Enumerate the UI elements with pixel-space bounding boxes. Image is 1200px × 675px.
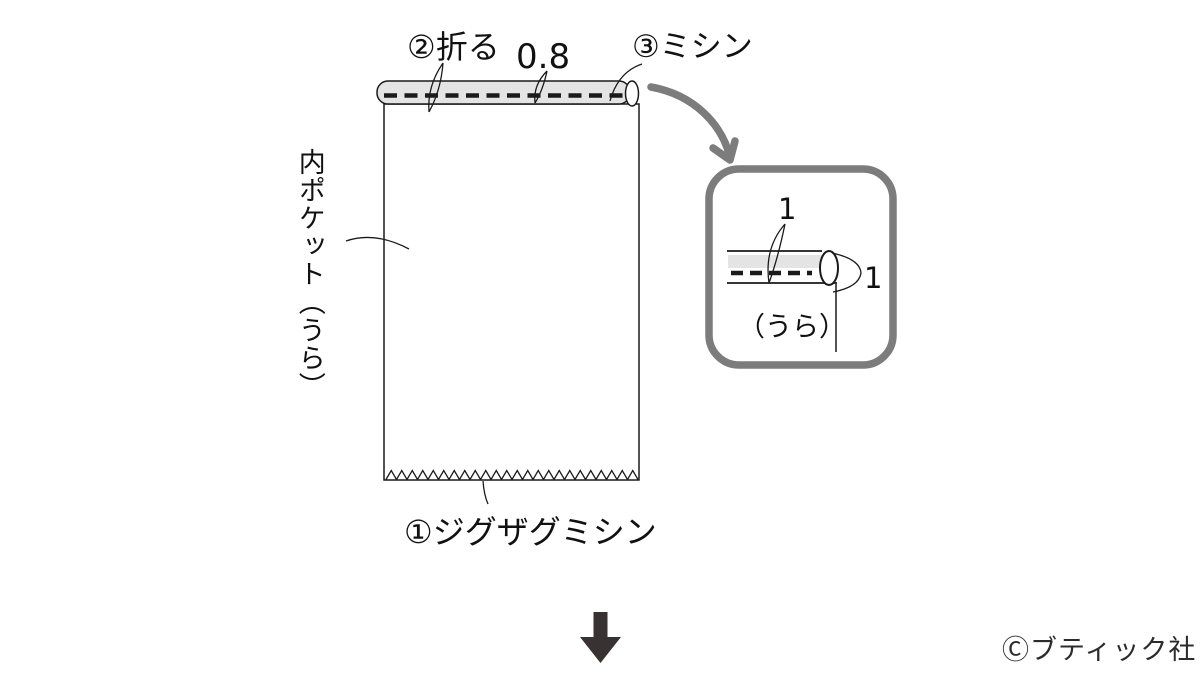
inset-fold-band bbox=[728, 255, 822, 268]
label-step3-machine-stitch: ③ミシン bbox=[632, 29, 753, 65]
piece-name-label: 内ポケット（うら） bbox=[293, 148, 325, 400]
leader-step3-stitch bbox=[609, 63, 643, 102]
zigzag-edge bbox=[385, 469, 639, 481]
leader-piece-label bbox=[345, 236, 410, 250]
leader-inset-roll-height bbox=[831, 252, 862, 293]
leader-step2-fold bbox=[428, 62, 444, 113]
inset-roll-end bbox=[819, 250, 839, 286]
label-step2-fold: ②折る bbox=[407, 28, 500, 66]
copyright-text: Ⓒブティック社 bbox=[1002, 635, 1197, 666]
leader-step1-zigzag bbox=[482, 480, 489, 505]
next-step-arrow bbox=[580, 612, 621, 663]
label-step1-zigzag-stitch: ①ジグザグミシン bbox=[404, 513, 657, 551]
fold-band bbox=[376, 80, 631, 105]
pocket-body-outline bbox=[383, 103, 640, 481]
label-inset-fold-depth: 1 bbox=[778, 192, 796, 226]
leader-fold-width bbox=[534, 70, 548, 104]
label-inset-roll-height: 1 bbox=[864, 261, 882, 295]
curved-arrow bbox=[647, 83, 734, 161]
curved-arrow-head bbox=[709, 137, 739, 164]
fold-roll-end bbox=[624, 80, 640, 107]
label-inset-side: （うら） bbox=[738, 312, 846, 343]
inset-detail-box bbox=[705, 165, 897, 369]
leader-inset-fold-depth bbox=[767, 223, 786, 284]
label-fold-width-value: 0.8 bbox=[516, 37, 570, 77]
